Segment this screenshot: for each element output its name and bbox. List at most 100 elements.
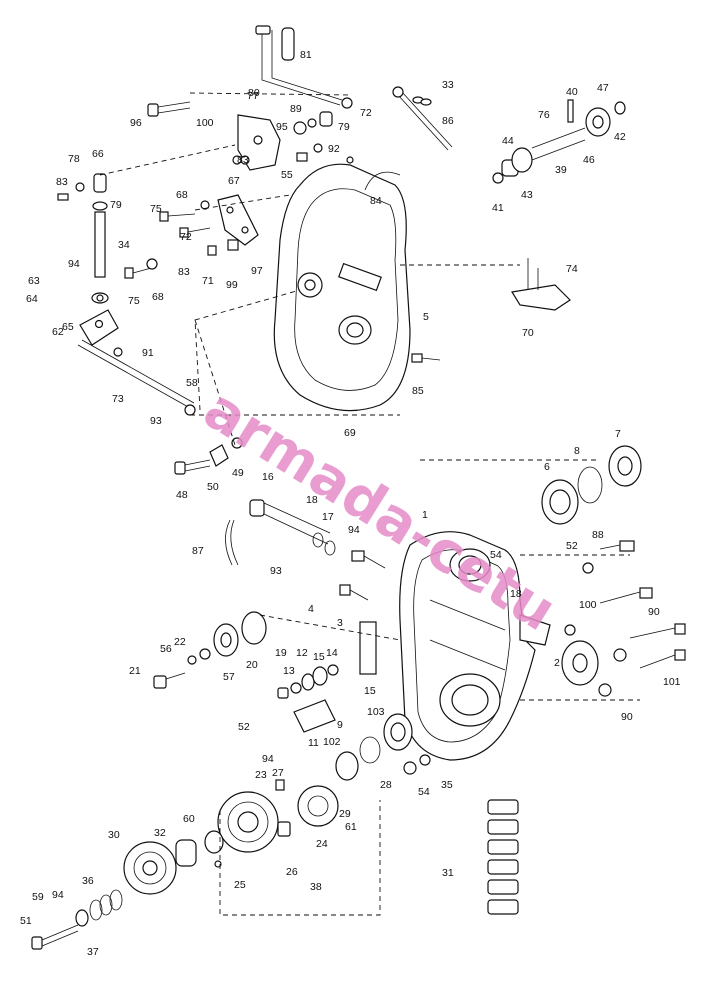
callout-6: 6 — [544, 461, 550, 473]
callout-94: 94 — [68, 258, 80, 270]
pin-87 — [225, 519, 239, 566]
callout-25: 25 — [234, 879, 246, 891]
rod-34 — [91, 173, 109, 304]
callout-1: 1 — [422, 509, 428, 521]
callout-54: 54 — [490, 549, 502, 561]
callout-4: 4 — [308, 603, 314, 615]
callout-95: 95 — [276, 121, 288, 133]
bearings-right — [541, 445, 642, 525]
bracket-70 — [511, 258, 571, 311]
callout-32: 32 — [154, 827, 166, 839]
callout-100: 100 — [196, 117, 214, 129]
callout-94: 94 — [262, 753, 274, 765]
small-parts-top — [293, 97, 354, 164]
callout-19: 19 — [275, 647, 287, 659]
callout-93: 93 — [270, 565, 282, 577]
callout-79: 79 — [110, 199, 122, 211]
callout-16: 16 — [262, 471, 274, 483]
gear-20 — [153, 611, 267, 689]
callout-83: 83 — [56, 176, 68, 188]
callout-50: 50 — [207, 481, 219, 493]
callout-15: 15 — [364, 685, 376, 697]
callout-83: 83 — [178, 266, 190, 278]
callout-7: 7 — [615, 428, 621, 440]
shift-lever — [255, 25, 343, 106]
callout-94: 94 — [348, 524, 360, 536]
callout-67: 67 — [228, 175, 240, 187]
callout-49: 49 — [232, 467, 244, 479]
callout-97: 97 — [251, 265, 263, 277]
callout-74: 74 — [566, 263, 578, 275]
parts-lower-mid — [335, 713, 431, 781]
callout-42: 42 — [614, 131, 626, 143]
callout-11: 11 — [308, 737, 319, 749]
callout-8: 8 — [574, 445, 580, 457]
callout-70: 70 — [522, 327, 534, 339]
callout-26: 26 — [286, 866, 298, 878]
callout-20: 20 — [246, 659, 258, 671]
callout-72: 72 — [360, 107, 372, 119]
callout-86: 86 — [442, 115, 454, 127]
callout-3: 3 — [337, 617, 343, 629]
callout-75: 75 — [150, 203, 162, 215]
callout-103: 103 — [367, 706, 385, 718]
callout-59: 59 — [32, 891, 44, 903]
bolt-96 — [147, 101, 191, 117]
callout-52: 52 — [566, 540, 578, 552]
callout-12: 12 — [296, 647, 308, 659]
cable-84 — [364, 171, 401, 191]
callout-46: 46 — [583, 154, 595, 166]
callout-18: 18 — [306, 494, 318, 506]
watermark: armada-cetu — [193, 377, 567, 644]
callout-68: 68 — [152, 291, 164, 303]
callout-34: 34 — [118, 239, 130, 251]
callout-87: 87 — [192, 545, 204, 557]
callout-90: 90 — [621, 711, 633, 723]
callout-100: 100 — [579, 599, 597, 611]
bolt-85 — [411, 353, 441, 363]
callout-102: 102 — [323, 736, 341, 748]
main-housing — [399, 531, 551, 761]
bolt-48 — [174, 437, 243, 475]
bracket-97 — [217, 194, 259, 246]
callout-69: 69 — [344, 427, 356, 439]
callout-88: 88 — [592, 529, 604, 541]
callout-40: 40 — [566, 86, 578, 98]
callout-22: 22 — [174, 636, 186, 648]
callout-75: 75 — [128, 295, 140, 307]
callout-80: 80 — [248, 87, 260, 99]
callout-52: 52 — [238, 721, 250, 733]
callout-17: 17 — [322, 511, 334, 523]
assembly-lines — [99, 92, 640, 916]
case-cover — [273, 163, 411, 412]
callout-15: 15 — [313, 651, 325, 663]
callout-24: 24 — [316, 838, 328, 850]
callout-21: 21 — [129, 665, 141, 677]
callout-27: 27 — [272, 767, 284, 779]
parts-right-mid — [561, 540, 686, 697]
callout-71: 71 — [202, 275, 214, 287]
callout-41: 41 — [492, 202, 504, 214]
callout-99: 99 — [226, 279, 238, 291]
callout-31: 31 — [442, 867, 454, 879]
callout-39: 39 — [555, 164, 567, 176]
callout-84: 84 — [370, 195, 382, 207]
callout-79: 79 — [338, 121, 350, 133]
callout-90: 90 — [648, 606, 660, 618]
callout-96: 96 — [130, 117, 142, 129]
sprocket-25 — [217, 779, 339, 853]
rod-73 — [77, 339, 196, 416]
callout-101: 101 — [663, 676, 681, 688]
callout-56: 56 — [160, 643, 172, 655]
callout-89: 89 — [290, 103, 302, 115]
callout-54: 54 — [418, 786, 430, 798]
callout-43: 43 — [521, 189, 533, 201]
bolts-upper — [57, 155, 242, 357]
parts-12-15 — [277, 621, 377, 733]
shaft-16 — [249, 499, 336, 556]
callout-55: 55 — [281, 169, 293, 181]
callout-62: 62 — [52, 326, 64, 338]
callout-5: 5 — [423, 311, 429, 323]
